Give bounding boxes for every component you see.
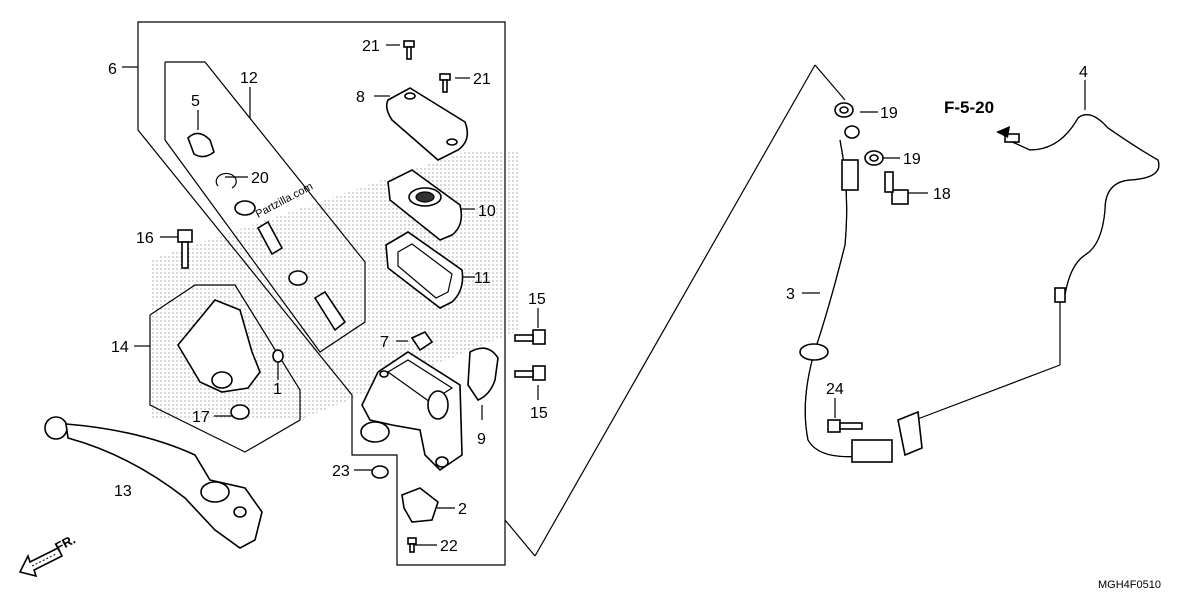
callout-17: 17	[192, 409, 210, 426]
reference-arrow-icon	[996, 126, 1010, 138]
part-pipe-4	[1004, 114, 1160, 303]
part-lever-13	[44, 416, 263, 549]
part-lever-bracket-14	[177, 299, 284, 393]
part-bolt-15a	[514, 329, 546, 345]
callout-22: 22	[440, 538, 458, 555]
callout-2: 2	[458, 501, 467, 518]
fr-arrow-icon: FR.	[18, 532, 78, 578]
callout-16: 16	[136, 230, 154, 247]
callout-15a: 15	[528, 291, 546, 308]
callout-19a: 19	[880, 105, 898, 122]
part-washer-19b	[864, 150, 884, 166]
part-clamp-9	[467, 347, 499, 401]
part-piston-parts	[234, 200, 347, 332]
callout-13: 13	[114, 483, 132, 500]
part-hose-3	[799, 125, 893, 463]
part-bolt-16	[177, 229, 193, 269]
callouts: 6 12 5 20 16 14 1 17 13 21 21 8 10 11 7 …	[108, 38, 1088, 555]
part-bolt-24	[827, 419, 863, 433]
callout-6: 6	[108, 61, 117, 78]
lever-outline-14	[149, 284, 301, 453]
callout-24: 24	[826, 381, 844, 398]
callout-18: 18	[933, 186, 951, 203]
piston-set-outline-12	[164, 61, 366, 353]
callout-15b: 15	[530, 405, 548, 422]
callout-21a: 21	[362, 38, 380, 55]
part-bolt-18	[884, 171, 909, 205]
reference-label: F-5-20	[944, 98, 994, 117]
callout-10: 10	[478, 203, 496, 220]
part-boot-5	[187, 132, 215, 158]
part-screw-22	[407, 537, 417, 553]
callout-1: 1	[273, 381, 282, 398]
hose-line-b	[534, 64, 816, 557]
callout-11: 11	[474, 270, 491, 287]
part-circlip-20	[215, 172, 237, 189]
callout-14: 14	[111, 339, 129, 356]
part-bolt-21a	[403, 40, 415, 60]
part-diaphragm-11	[385, 231, 464, 309]
part-joint-block	[897, 410, 923, 457]
callout-8: 8	[356, 89, 365, 106]
hose-line-e	[914, 364, 1061, 421]
callout-9: 9	[477, 431, 486, 448]
callout-21b: 21	[473, 71, 491, 88]
part-screw-7	[410, 330, 434, 352]
callout-5: 5	[191, 93, 200, 110]
callout-23: 23	[332, 463, 350, 480]
part-body-main	[360, 351, 463, 472]
assembly-outline-6	[137, 21, 506, 566]
callout-3: 3	[786, 286, 795, 303]
part-switch-2	[401, 487, 439, 523]
part-cap-23	[371, 465, 389, 479]
part-washer-19a	[834, 102, 854, 118]
callout-7: 7	[380, 334, 389, 351]
callout-4: 4	[1079, 64, 1088, 81]
hose-line-a	[504, 519, 536, 557]
part-nut-17	[230, 404, 250, 420]
part-bolt-15b	[514, 365, 546, 381]
callout-12: 12	[240, 70, 258, 87]
hose-line-c	[814, 64, 846, 101]
diagram-code: MGH4F0510	[1098, 579, 1161, 591]
callout-19b: 19	[903, 151, 921, 168]
part-bolt-21b	[439, 73, 451, 93]
callout-20: 20	[251, 170, 269, 187]
part-plate-10	[387, 169, 463, 241]
part-cap-8	[385, 87, 469, 161]
